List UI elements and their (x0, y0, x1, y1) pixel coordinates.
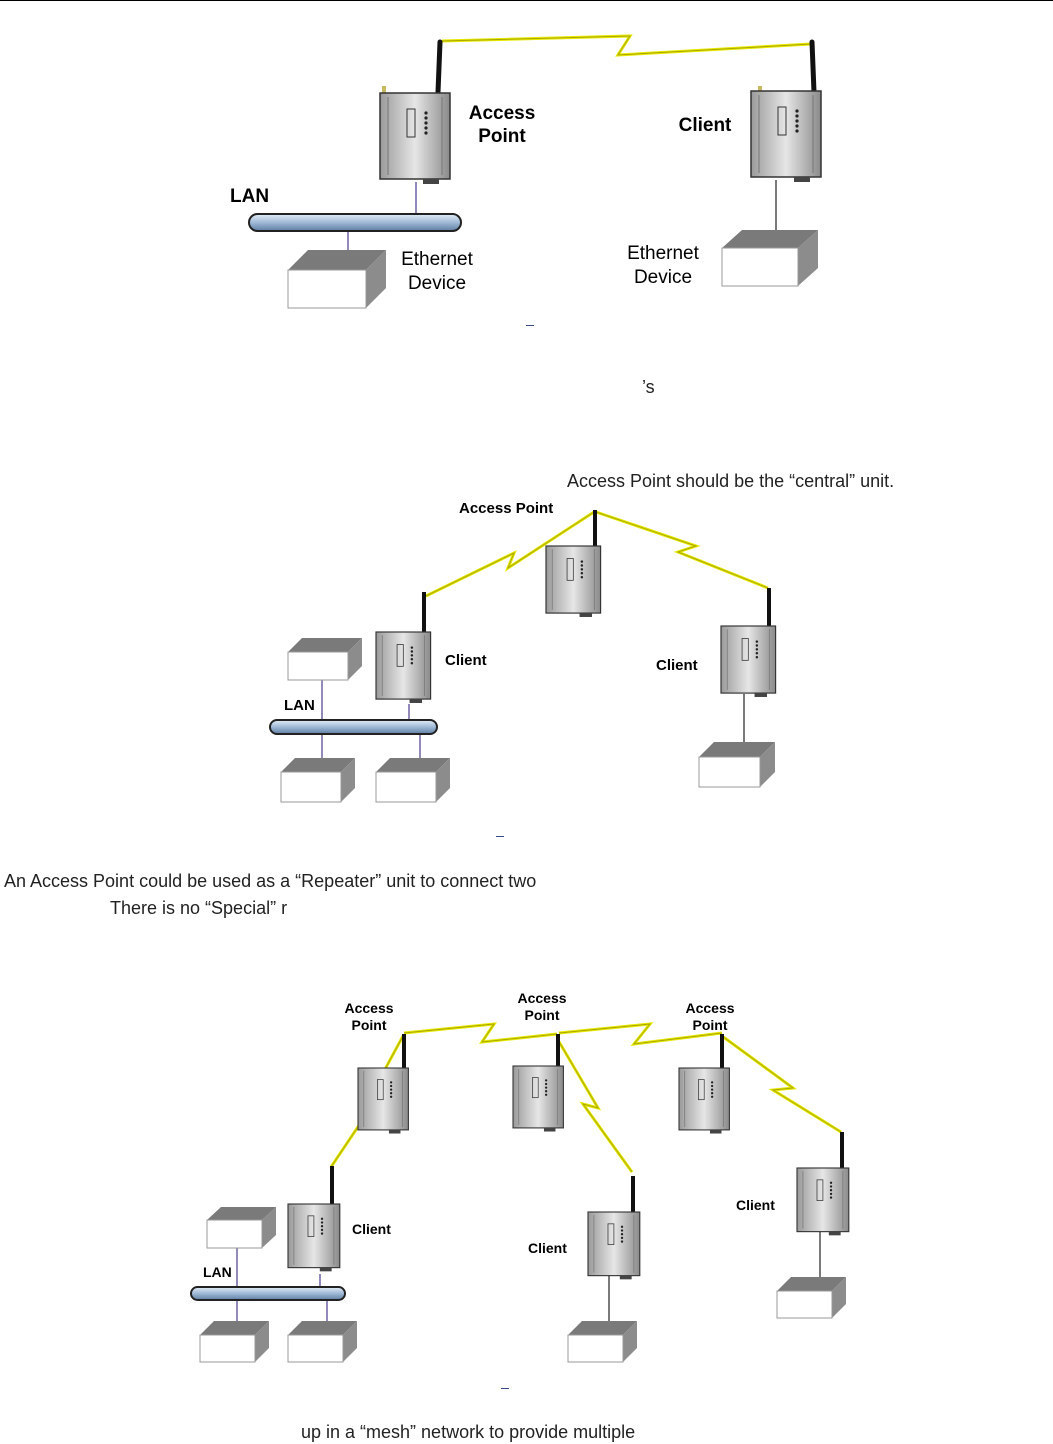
device-box-bottom-left-2 (287, 1321, 357, 1363)
access-point-radio (545, 545, 602, 618)
device-box-top-left (206, 1207, 276, 1249)
device-box-top-left (287, 638, 362, 681)
label-ap-left-line2: Point (351, 1017, 387, 1033)
page-top-rule (0, 0, 1053, 1)
text-mesh-line1: up in a “mesh” network to provide multip… (301, 1422, 636, 1442)
radio-link-lightning-right (595, 510, 769, 590)
device-box-bottom-left-1 (280, 758, 355, 803)
antenna-left (435, 39, 443, 95)
label-lan: LAN (284, 697, 315, 714)
client-radio-right (720, 625, 777, 698)
label-client-mid: Client (528, 1240, 567, 1256)
device-box-bottom-left-2 (375, 758, 450, 803)
figure-1-caption-mark (526, 325, 534, 326)
label-ethernet-left-line2: Device (407, 273, 467, 294)
device-box-right (776, 1277, 846, 1319)
label-access-point: Access Point (460, 102, 544, 148)
access-point-radio-mid (512, 1065, 564, 1133)
text-repeater-line2: There is no “Special” r (110, 898, 288, 918)
figure-2-point-to-multipoint-diagram (269, 510, 777, 803)
access-point-radio-right (678, 1067, 730, 1135)
radio-link-lightning-to-client-right (721, 1034, 842, 1134)
lan-bar (269, 719, 438, 735)
device-box-right (698, 742, 775, 788)
label-ap-mid-line1: Access (517, 990, 567, 1006)
label-client-left: Client (352, 1221, 391, 1237)
access-point-radio-left (357, 1067, 409, 1135)
figure-3-repeater-diagram (190, 1022, 850, 1363)
device-box-mid (567, 1321, 637, 1363)
label-access-point: Access Point (459, 500, 554, 517)
label-client-right: Client (656, 657, 698, 674)
label-ethernet-device-left: Ethernet Device (396, 248, 478, 296)
label-client-left: Client (445, 652, 487, 669)
label-client-right: Client (736, 1197, 775, 1213)
figure-1-point-to-point-diagram (248, 34, 822, 309)
label-ethernet-right-line2: Device (633, 267, 693, 288)
figure-2-caption-mark (496, 836, 504, 837)
label-ethernet-device-right: Ethernet Device (622, 242, 704, 290)
label-access-point-line2: Point (478, 126, 526, 147)
label-ap-mid-line2: Point (524, 1007, 560, 1023)
label-access-point-mid: Access Point (509, 990, 575, 1024)
client-radio (750, 90, 822, 183)
text-fragment-possessive: ’s (642, 377, 655, 397)
client-radio-left (375, 631, 432, 704)
antenna-right (809, 39, 817, 95)
lan-bar (190, 1286, 346, 1301)
label-ap-left-line1: Access (344, 1000, 394, 1016)
radio-link-lightning (441, 34, 812, 57)
lan-bar (248, 213, 462, 232)
device-box-bottom-left-1 (199, 1321, 269, 1363)
label-ethernet-right-line1: Ethernet (627, 243, 699, 264)
access-point-radio (379, 92, 451, 185)
client-radio-left (287, 1203, 341, 1272)
label-ap-right-line1: Access (685, 1000, 735, 1016)
label-lan: LAN (203, 1264, 232, 1280)
label-ethernet-left-line1: Ethernet (401, 249, 473, 270)
ethernet-device-box-left (287, 250, 386, 309)
label-access-point-right: Access Point (677, 1000, 743, 1034)
label-ap-right-line2: Point (692, 1017, 728, 1033)
label-client: Client (678, 115, 732, 136)
client-radio-right (796, 1167, 850, 1236)
text-repeater-line1: An Access Point could be used as a “Repe… (4, 871, 537, 891)
figure-3-caption-mark (501, 1388, 509, 1389)
radio-link-lightning-ap-left-mid (403, 1022, 558, 1044)
client-radio-mid (587, 1211, 641, 1280)
ethernet-device-box-right (721, 230, 818, 287)
label-access-point-left: Access Point (336, 1000, 402, 1034)
label-access-point-line1: Access (468, 103, 536, 124)
label-lan: LAN (230, 186, 270, 207)
text-central-unit-sentence: Access Point should be the “central” uni… (567, 471, 895, 491)
